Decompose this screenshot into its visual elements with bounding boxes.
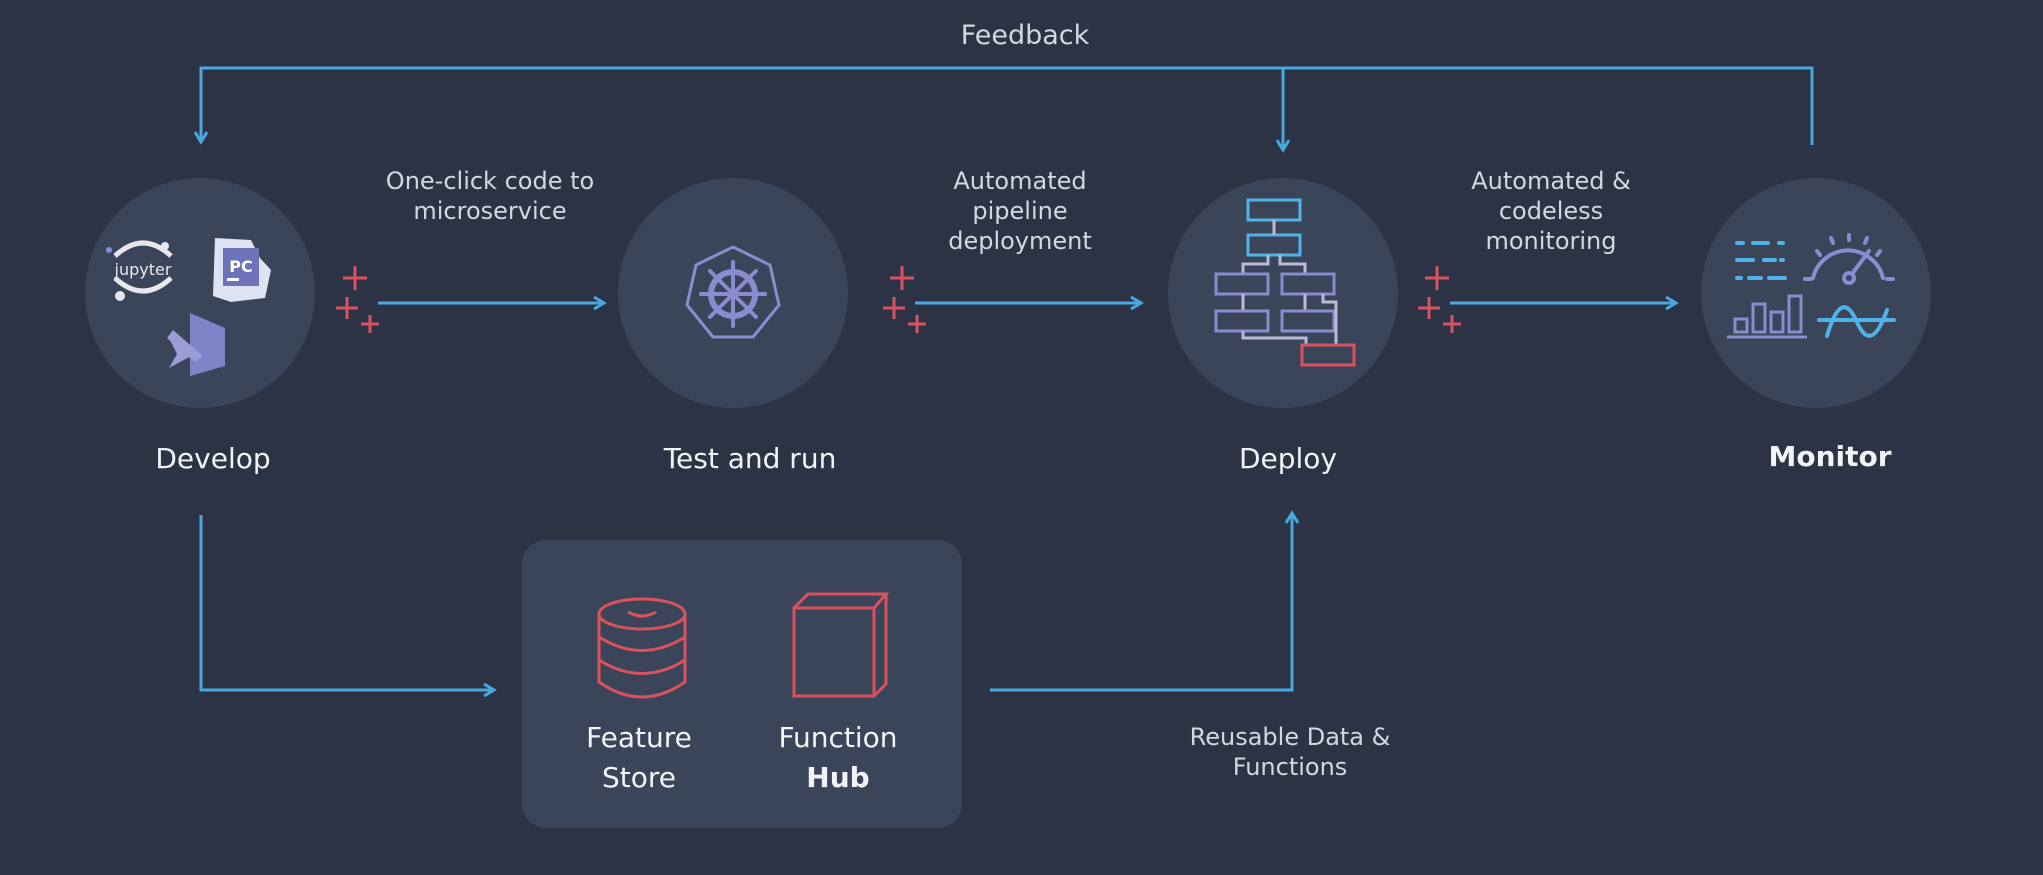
vscode-icon <box>167 313 225 376</box>
function-hub-line2: Hub <box>806 761 870 794</box>
svg-text:jupyter: jupyter <box>114 260 172 279</box>
edge-label-develop-to-test: One-click code to microservice <box>340 166 640 226</box>
stage-label-test-and-run: Test and run <box>663 442 837 475</box>
edge-label-line: Reusable Data & Functions <box>1189 723 1391 781</box>
function-hub-line1: Function <box>778 721 898 754</box>
feature-store-label: Feature Store <box>586 721 692 794</box>
jupyter-icon: jupyter <box>106 240 173 301</box>
function-box-icon <box>792 592 890 698</box>
bar-chart-icon <box>1727 294 1807 339</box>
feedback-line <box>201 66 1814 145</box>
database-icon <box>597 597 687 699</box>
stage-monitor-node[interactable] <box>1701 178 1931 408</box>
stage-deploy-node[interactable] <box>1168 178 1398 408</box>
stage-label-deploy: Deploy <box>1238 442 1338 475</box>
edge-label-line: One-click code to microservice <box>385 167 595 225</box>
stage-label-monitor: Monitor <box>1768 440 1892 473</box>
develop-icons: jupyter PC <box>106 238 271 376</box>
pipeline-flowchart-icon <box>1214 198 1356 367</box>
gauge-icon <box>1803 233 1895 285</box>
edge-label-line: Automated pipeline deployment <box>948 167 1092 255</box>
edge-label-reusable: Reusable Data & Functions <box>1140 722 1440 782</box>
log-lines-icon <box>1735 241 1787 280</box>
sparkle-icon-3 <box>1418 266 1461 333</box>
arrow-develop-to-assets <box>199 515 494 690</box>
waveform-icon <box>1817 305 1896 338</box>
edge-label-test-to-deploy: Automated pipeline deployment <box>870 166 1170 256</box>
stage-develop-node[interactable]: jupyter PC <box>85 178 315 408</box>
svg-text:PC: PC <box>229 257 252 276</box>
kubernetes-icon <box>685 245 781 339</box>
stage-test-and-run-node[interactable] <box>618 178 848 408</box>
sparkle-icon-1 <box>336 266 379 333</box>
feedback-label: Feedback <box>960 20 1090 51</box>
sparkle-icon-2 <box>883 266 926 333</box>
pycharm-icon: PC <box>213 238 271 302</box>
monitor-icons <box>1727 233 1896 339</box>
edge-label-deploy-to-monitor: Automated & codeless monitoring <box>1401 166 1701 256</box>
reusable-assets-panel[interactable]: Feature Store Function Hub <box>522 540 962 828</box>
function-hub-label: Function Hub <box>738 718 938 798</box>
stage-label-develop: Develop <box>155 442 271 475</box>
arrow-assets-to-deploy <box>990 513 1292 692</box>
edge-label-line: Automated & codeless monitoring <box>1471 167 1631 255</box>
